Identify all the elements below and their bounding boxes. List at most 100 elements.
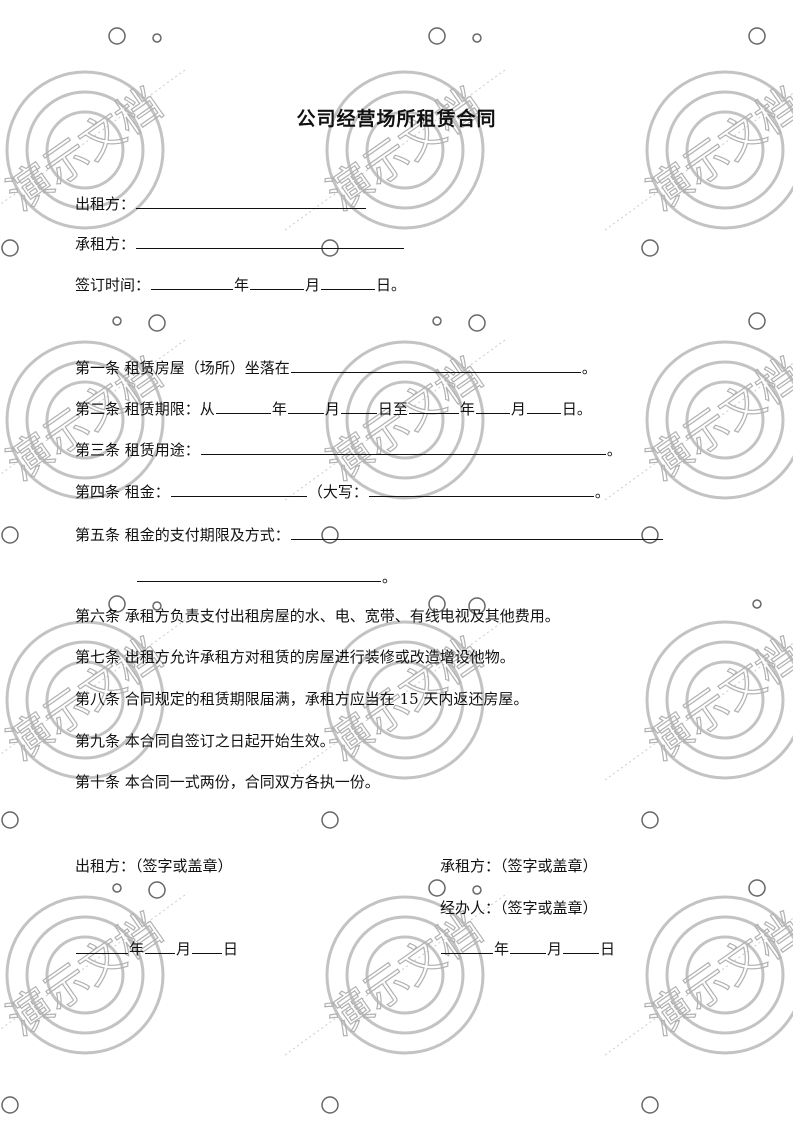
page-title: 公司经营场所租赁合同	[296, 108, 497, 130]
lessee-line: 承租方：	[75, 233, 405, 254]
clause-5-continuation: 。	[136, 566, 397, 587]
year-label: 年	[129, 940, 145, 958]
sign-date-label: 签订时间：	[75, 276, 151, 294]
sign-day-blank[interactable]	[321, 274, 376, 290]
clause-label: 第三条	[75, 441, 121, 459]
clause-text: 本合同一式两份，合同双方各执一份。	[124, 773, 380, 791]
start-month-label: 月	[324, 400, 340, 418]
registration-circle	[748, 312, 766, 330]
start-year-label: 年	[271, 400, 287, 418]
clause-8: 第八条 合同规定的租赁期限届满，承租方应当在 15 天内返还房屋。	[75, 689, 528, 709]
day-label: 日	[600, 940, 616, 958]
registration-circle	[641, 811, 659, 829]
registration-circle	[468, 314, 486, 332]
watermark-seal: 演示文档	[604, 340, 793, 501]
lessee-date-line: 年月日	[440, 938, 615, 959]
clause-end: 。	[606, 441, 622, 459]
clause-10: 第十条 本合同一式两份，合同双方各执一份。	[75, 772, 380, 792]
payment-terms-blank[interactable]	[290, 524, 663, 540]
lessor-blank[interactable]	[136, 193, 367, 209]
clause-3: 第三条 租赁用途： 。	[75, 439, 622, 460]
registration-circle	[112, 316, 122, 326]
registration-circle	[428, 27, 446, 45]
clause-label: 第四条	[75, 483, 121, 501]
clause-7: 第七条 出租方允许承租方对租赁的房屋进行装修或改造增设他物。	[75, 647, 515, 667]
clause-4: 第四条 租金：（大写：。	[75, 481, 610, 502]
sign-month-blank[interactable]	[250, 274, 305, 290]
start-month-blank[interactable]	[287, 398, 324, 414]
clause-9: 第九条 本合同自签订之日起开始生效。	[75, 731, 335, 751]
lessee-blank[interactable]	[136, 233, 405, 249]
lessor-year-blank[interactable]	[76, 938, 128, 954]
registration-circle	[1, 526, 19, 544]
clause-text: 租赁房屋（场所）坐落在	[124, 359, 290, 377]
lessee-day-blank[interactable]	[563, 938, 600, 954]
registration-circle	[1, 239, 19, 257]
end-year-blank[interactable]	[408, 398, 459, 414]
clause-label: 第十条	[75, 773, 121, 791]
registration-circle	[472, 33, 482, 43]
rent-capital-blank[interactable]	[368, 481, 594, 497]
lessor-month-blank[interactable]	[145, 938, 176, 954]
registration-circle	[641, 1096, 659, 1114]
end-month-blank[interactable]	[475, 398, 510, 414]
clause-label: 第九条	[75, 732, 121, 750]
end-day-blank[interactable]	[526, 398, 561, 414]
watermark-seal: 演示文档	[604, 895, 793, 1056]
sign-year-label: 年	[234, 276, 250, 294]
payment-terms-blank-2[interactable]	[137, 566, 381, 582]
watermark-text: 演示文档	[318, 903, 491, 1046]
clause-6: 第六条 承租方负责支付出租房屋的水、电、宽带、有线电视及其他费用。	[75, 606, 560, 626]
start-day-blank[interactable]	[340, 398, 377, 414]
start-day-label: 日至	[377, 400, 408, 418]
lessee-signature: 承租方：（签字或盖章）	[440, 857, 598, 875]
sign-day-label: 日。	[376, 276, 407, 294]
watermark-seal: 演示文档	[604, 620, 793, 781]
registration-circle	[641, 239, 659, 257]
lessor-day-blank[interactable]	[192, 938, 223, 954]
day-label: 日	[223, 940, 239, 958]
clause-label: 第八条	[75, 690, 121, 708]
clause-label: 第七条	[75, 648, 121, 666]
rent-capital-label: （大写：	[307, 483, 368, 501]
watermark-seal: 演示文档	[284, 894, 506, 1056]
clause-label: 第二条	[75, 400, 121, 418]
registration-circle	[428, 879, 446, 897]
registration-circle	[321, 811, 339, 829]
lessor-signature: 出租方：（签字或盖章）	[75, 857, 233, 875]
registration-circle	[108, 27, 126, 45]
clause-text: 租赁用途：	[124, 441, 200, 459]
purpose-blank[interactable]	[200, 439, 606, 455]
registration-circle	[152, 33, 162, 43]
lessor-label: 出租方：	[75, 195, 136, 213]
watermark-text: 演示文档	[0, 903, 171, 1046]
watermark-text: 演示文档	[638, 78, 793, 221]
sign-month-label: 月	[305, 276, 321, 294]
clause-text: 出租方允许承租方对租赁的房屋进行装修或改造增设他物。	[124, 648, 515, 666]
clause-label: 第六条	[75, 607, 121, 625]
clause-5: 第五条 租金的支付期限及方式：	[75, 524, 664, 545]
start-year-blank[interactable]	[215, 398, 271, 414]
clause-text: 合同规定的租赁期限届满，承租方应当在 15 天内返还房屋。	[124, 690, 529, 708]
rent-amount-blank[interactable]	[170, 481, 307, 497]
registration-circle	[752, 599, 762, 609]
watermark-seal: 演示文档	[0, 894, 186, 1055]
sign-year-blank[interactable]	[151, 274, 234, 290]
month-label: 月	[547, 940, 563, 958]
clause-label: 第五条	[75, 526, 121, 544]
registration-circle	[148, 314, 166, 332]
clause-text: 租金：	[124, 483, 170, 501]
registration-circle	[432, 316, 442, 326]
location-blank[interactable]	[290, 357, 581, 373]
lessor-date-line: 年月日	[75, 938, 238, 959]
registration-circle	[748, 27, 766, 45]
lessee-month-blank[interactable]	[510, 938, 547, 954]
clause-1: 第一条 租赁房屋（场所）坐落在。	[75, 357, 597, 378]
lessee-year-blank[interactable]	[441, 938, 493, 954]
registration-circle	[748, 879, 766, 897]
registration-circle	[321, 1096, 339, 1114]
watermark-text: 演示文档	[638, 628, 793, 771]
registration-circle	[1, 1096, 19, 1114]
clause-text: 租金的支付期限及方式：	[124, 526, 290, 544]
